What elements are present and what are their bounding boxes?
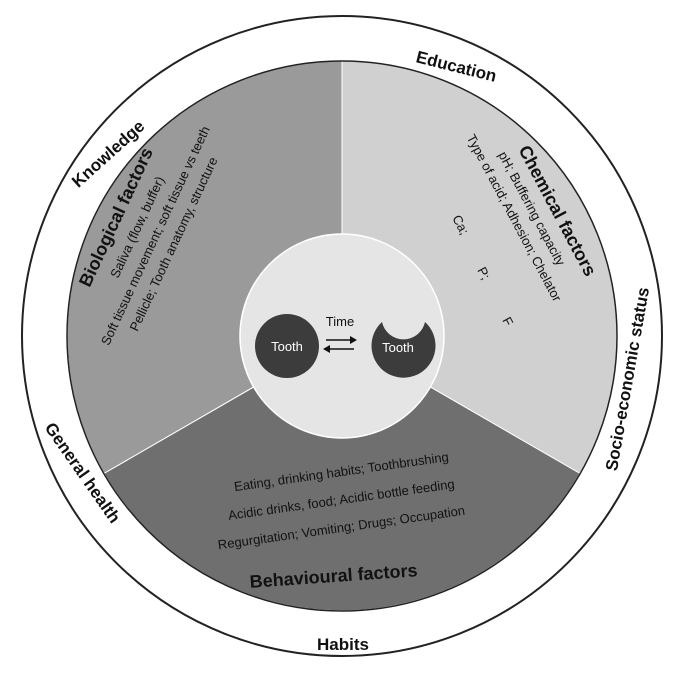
inner-circle-border — [66, 60, 618, 612]
habits-label: Habits — [317, 635, 369, 654]
time-label: Time — [326, 314, 354, 329]
reversible-arrows-icon — [323, 336, 357, 353]
tooth-intact-icon — [255, 314, 319, 378]
tooth-right-label: Tooth — [382, 340, 414, 355]
tooth-eroded-icon — [371, 322, 436, 378]
center-circle — [239, 233, 445, 439]
tooth-left-label: Tooth — [271, 339, 303, 354]
